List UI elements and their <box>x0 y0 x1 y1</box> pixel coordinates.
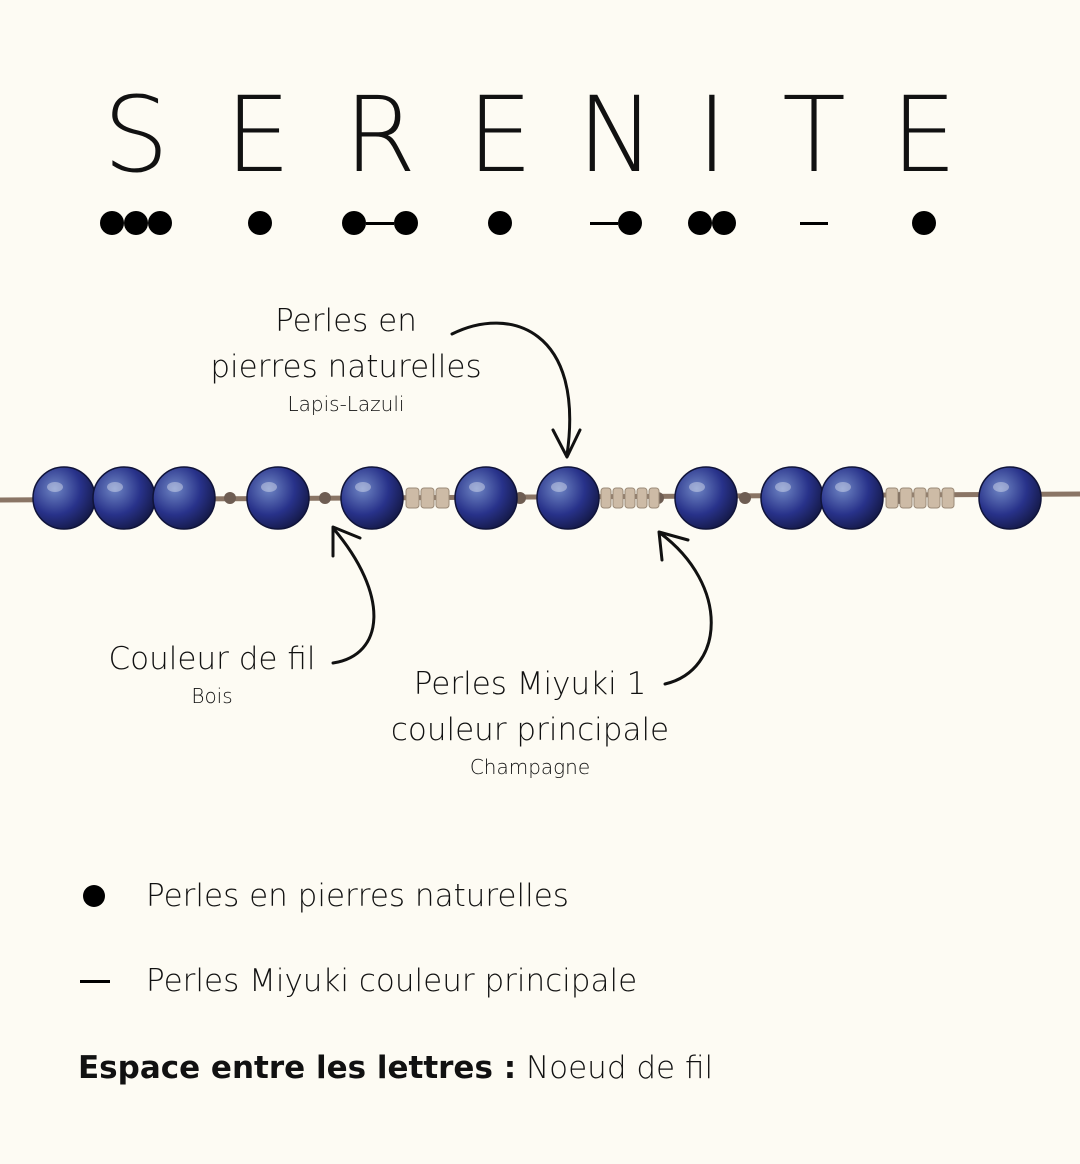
miyuki-annotation: Perles Miyuki 1 couleur principale Champ… <box>370 661 690 781</box>
lapis-bead <box>820 466 884 530</box>
bead-highlight <box>47 482 63 492</box>
lapis-bead <box>674 466 738 530</box>
title-letter: E <box>891 74 957 196</box>
stones-annotation-sub: Lapis-Lazuli <box>287 392 405 416</box>
miyuki-bead <box>941 487 955 509</box>
morse-letter-6 <box>688 211 736 235</box>
bead-highlight <box>689 482 705 492</box>
legend-space-key: Espace entre les lettres : <box>78 1050 517 1086</box>
title-letter: T <box>782 74 846 196</box>
legend-dash-icon <box>78 979 146 983</box>
miyuki-bead <box>913 487 927 509</box>
lapis-bead <box>760 466 824 530</box>
morse-dot <box>618 211 642 235</box>
bead-highlight <box>835 482 851 492</box>
miyuki-bead <box>636 487 648 509</box>
miyuki-bead <box>899 487 913 509</box>
thread-knot <box>739 492 751 504</box>
morse-letter-3 <box>342 211 418 235</box>
thread-annotation-line1: Couleur de fil <box>108 641 316 677</box>
miyuki-bead <box>420 487 435 509</box>
miyuki-annotation-sub: Champagne <box>469 755 591 779</box>
miyuki-annotation-line1: Perles Miyuki 1 <box>413 666 647 702</box>
morse-dash <box>590 221 618 225</box>
title-letter: S <box>102 74 170 196</box>
bead-highlight <box>993 482 1009 492</box>
lapis-bead <box>92 466 156 530</box>
title-letter: N <box>577 74 655 196</box>
miyuki-annotation-line2: couleur principale <box>390 712 670 748</box>
lapis-bead <box>978 466 1042 530</box>
miyuki-bead <box>405 487 420 509</box>
miyuki-bead <box>885 487 899 509</box>
thread-annotation-sub: Bois <box>191 684 233 708</box>
title-letter: E <box>467 74 533 196</box>
morse-dot <box>248 211 272 235</box>
morse-dot <box>394 211 418 235</box>
bead-highlight <box>167 482 183 492</box>
bead-highlight <box>469 482 485 492</box>
lapis-bead <box>32 466 96 530</box>
lapis-bead <box>246 466 310 530</box>
morse-letter-5 <box>590 211 642 235</box>
title-letter: R <box>343 74 417 196</box>
miyuki-bead <box>612 487 624 509</box>
legend-stones-label: Perles en pierres naturelles <box>146 878 569 914</box>
morse-dot <box>712 211 736 235</box>
morse-dot <box>100 211 124 235</box>
morse-letter-7 <box>800 211 828 235</box>
bead-highlight <box>107 482 123 492</box>
morse-dot <box>688 211 712 235</box>
bracelet-illustration <box>0 466 1080 530</box>
morse-dot <box>148 211 172 235</box>
bead-highlight <box>261 482 277 492</box>
miyuki-bead <box>927 487 941 509</box>
stones-annotation-line2: pierres naturelles <box>210 349 482 385</box>
morse-letter-4 <box>488 211 512 235</box>
morse-letter-8 <box>912 211 936 235</box>
thread-knot <box>319 492 331 504</box>
legend-miyuki-label: Perles Miyuki couleur principale <box>146 963 638 999</box>
lapis-bead <box>536 466 600 530</box>
miyuki-bead <box>600 487 612 509</box>
legend-stones: Perles en pierres naturelles <box>78 878 569 914</box>
lapis-bead <box>454 466 518 530</box>
legend-space-note: Espace entre les lettres : Noeud de fil <box>78 1050 713 1086</box>
stones-annotation-line1: Perles en <box>275 303 417 339</box>
bead-highlight <box>355 482 371 492</box>
legend-miyuki: Perles Miyuki couleur principale <box>78 963 637 999</box>
morse-dot <box>342 211 366 235</box>
miyuki-bead <box>648 487 660 509</box>
legend-space-value: Noeud de fil <box>525 1050 714 1086</box>
bead-highlight <box>775 482 791 492</box>
thread-knot <box>224 492 236 504</box>
morse-dot <box>124 211 148 235</box>
stones-annotation: Perles en pierres naturelles Lapis-Lazul… <box>196 298 496 418</box>
lapis-bead <box>340 466 404 530</box>
miyuki-bead <box>624 487 636 509</box>
morse-dash <box>366 221 394 225</box>
morse-dot <box>488 211 512 235</box>
morse-dot <box>912 211 936 235</box>
morse-code-row <box>0 205 1080 241</box>
morse-dash <box>800 221 828 225</box>
morse-letter-2 <box>248 211 272 235</box>
lapis-bead <box>152 466 216 530</box>
thread-annotation: Couleur de fil Bois <box>92 636 332 710</box>
bead-highlight <box>551 482 567 492</box>
title-letter: E <box>225 74 291 196</box>
morse-letter-1 <box>100 211 172 235</box>
legend-dot-icon <box>78 885 146 907</box>
miyuki-bead <box>435 487 450 509</box>
title-letter: I <box>696 74 728 196</box>
